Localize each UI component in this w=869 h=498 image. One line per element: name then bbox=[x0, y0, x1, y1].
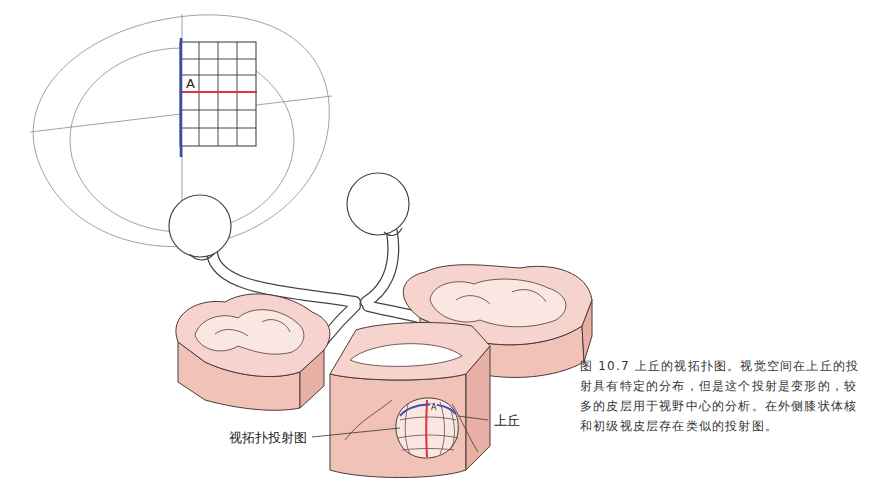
visual-grid bbox=[180, 38, 257, 157]
midbrain-cut-surface bbox=[350, 344, 462, 367]
colliculus-point-label: A bbox=[430, 404, 437, 412]
colliculus-outline bbox=[396, 398, 458, 458]
left-slice-top bbox=[176, 294, 330, 377]
red-meridian bbox=[180, 91, 257, 93]
colliculus-map bbox=[396, 398, 458, 458]
right-slice-gyri bbox=[430, 279, 566, 327]
right-slice-sulci bbox=[456, 290, 546, 304]
grid-frame bbox=[180, 42, 256, 146]
colliculus-grid bbox=[398, 402, 458, 454]
left-nerve bbox=[212, 252, 355, 302]
midbrain-top bbox=[330, 323, 490, 380]
colliculus-grid-columns bbox=[405, 402, 454, 454]
right-nerve-fill bbox=[366, 232, 393, 302]
blue-meridian bbox=[180, 38, 183, 157]
leader-lines bbox=[312, 416, 488, 437]
grid-rows bbox=[180, 59, 256, 128]
colliculus-label: 上丘 bbox=[493, 414, 521, 427]
left-eye-stalk bbox=[190, 254, 214, 260]
right-eye-stalk bbox=[384, 228, 402, 235]
left-brain-slice bbox=[176, 294, 330, 410]
colliculus-blue-line bbox=[400, 404, 456, 416]
colliculus-grid-rows bbox=[398, 417, 458, 450]
map-label: 视拓扑投射图 bbox=[228, 431, 308, 444]
map-leader bbox=[312, 428, 400, 437]
colliculus-leader bbox=[458, 416, 488, 420]
colliculus-red-line bbox=[425, 400, 428, 457]
figure-caption: 图 10.7 上丘的视拓扑图。视觉空间在上丘的投射具有特定的分布，但是这个投射是… bbox=[580, 356, 862, 436]
eyes bbox=[169, 173, 409, 260]
midbrain-front bbox=[330, 374, 466, 478]
left-slice-gyri bbox=[195, 310, 304, 354]
midbrain-block bbox=[330, 323, 490, 478]
grid-columns bbox=[199, 42, 237, 146]
grid-lines bbox=[180, 42, 256, 146]
left-slice-sulci bbox=[215, 320, 290, 336]
right-eye bbox=[347, 173, 409, 235]
field-point-label: A bbox=[185, 77, 196, 90]
right-nerve bbox=[366, 232, 393, 302]
left-nerve-fill bbox=[212, 252, 355, 302]
left-eye bbox=[169, 195, 231, 257]
